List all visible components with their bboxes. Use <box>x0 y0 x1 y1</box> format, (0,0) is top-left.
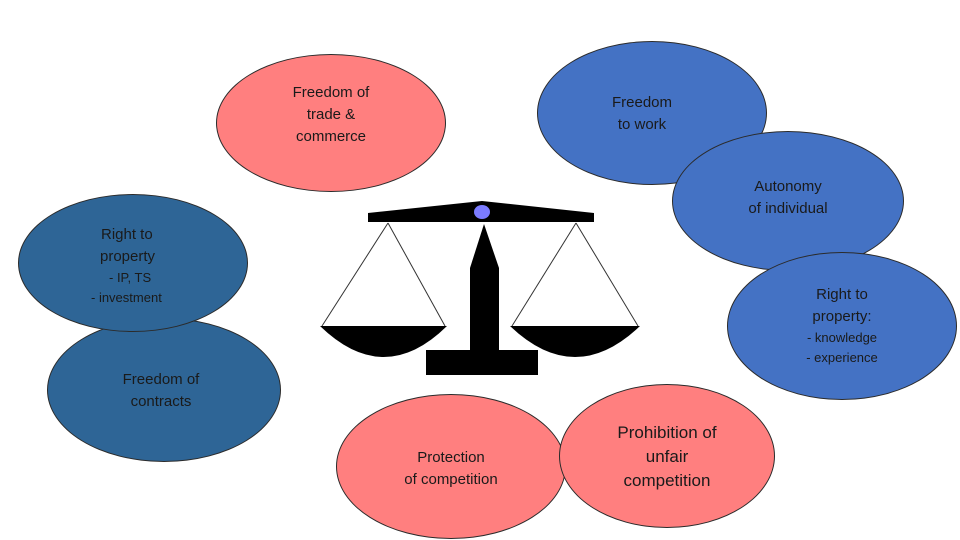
bubble-freedom-of-trade: Freedom of trade & commerce <box>216 54 446 192</box>
scale-pan-left <box>320 326 447 357</box>
scale-pivot <box>474 205 490 219</box>
bubble-label: commerce <box>295 128 366 145</box>
bubble-label: Right to <box>101 226 153 243</box>
bubble-label: of competition <box>404 471 498 488</box>
bubble-sublabel: - knowledge <box>806 330 878 345</box>
bubble-sublabel: - IP, TS <box>109 270 152 285</box>
bubble-label: Protection <box>417 449 485 466</box>
scale-base <box>426 350 538 375</box>
scale-column <box>470 224 499 350</box>
bubble-sublabel: - investment <box>91 290 162 305</box>
bubble-protection-of-competition: Protection of competition <box>336 394 566 539</box>
bubble-label: unfair <box>645 447 689 466</box>
scale-pan-right <box>510 326 640 357</box>
bubble-label: Freedom <box>611 94 673 111</box>
bubble-label: property: <box>812 308 872 325</box>
bubble-freedom-of-contracts: Freedom of contracts <box>47 318 281 462</box>
bubble-label: Freedom of <box>122 371 200 388</box>
bubble-prohibition-of-unfair-competition: Prohibition of unfair competition <box>559 384 775 528</box>
bubble-label: Right to <box>816 286 868 303</box>
bubble-label: Prohibition of <box>617 423 717 442</box>
bubble-label: property <box>100 248 156 265</box>
bubble-sublabel: - experience <box>806 350 878 365</box>
bubble-right-to-property-ip: Right to property - IP, TS - investment <box>18 194 248 332</box>
bubble-autonomy: Autonomy of individual <box>672 131 904 271</box>
bubble-label: contracts <box>130 393 192 410</box>
bubble-label: trade & <box>306 106 356 123</box>
bubble-label: Freedom of <box>292 84 370 101</box>
bubble-right-to-property-knowledge: Right to property: - knowledge - experie… <box>727 252 957 400</box>
bubble-label: of individual <box>748 200 828 217</box>
bubble-label: Autonomy <box>754 178 822 195</box>
bubble-label: to work <box>617 116 667 133</box>
bubble-freedom-to-work: Freedom to work <box>537 41 767 185</box>
bubble-label: competition <box>623 471 711 490</box>
